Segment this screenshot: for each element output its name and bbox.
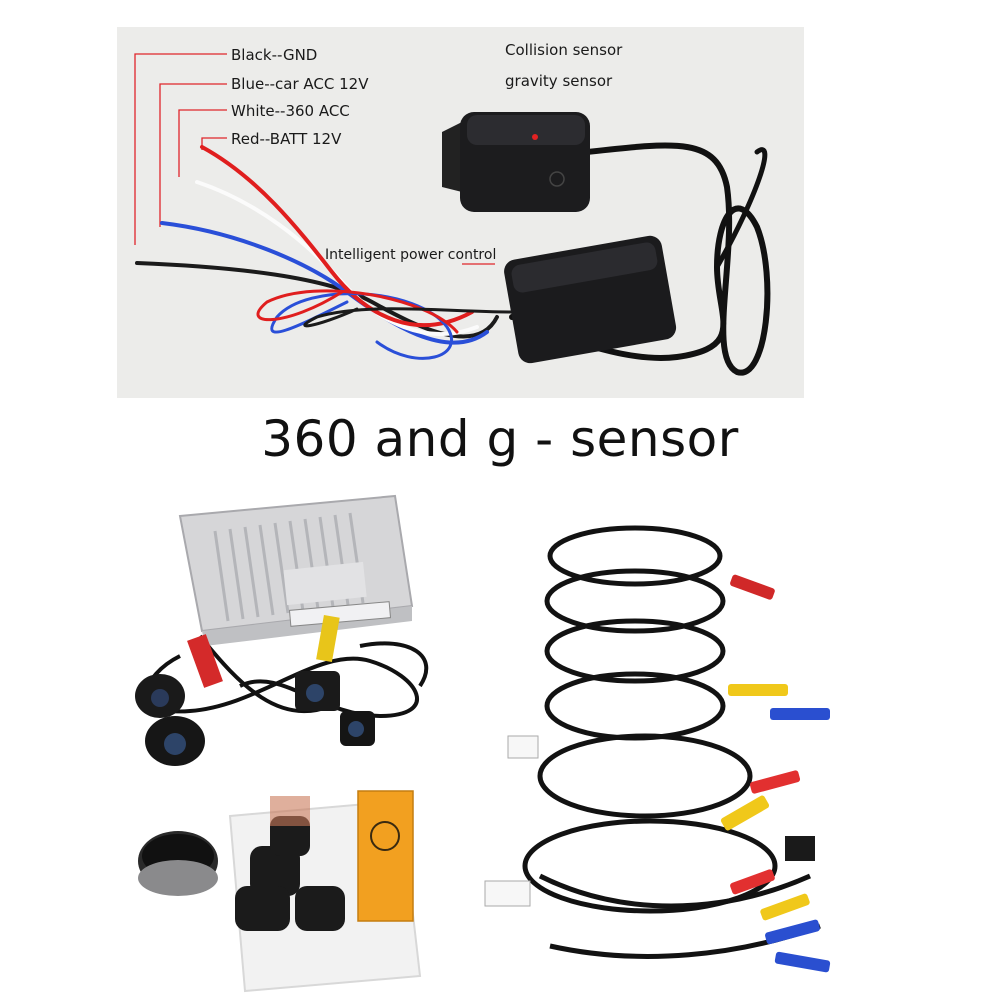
kit-contents-photo bbox=[120, 486, 880, 1000]
rca-connectors bbox=[484, 574, 831, 973]
caption-title: 360 and g - sensor bbox=[261, 410, 739, 468]
kit-illustration bbox=[135, 494, 831, 993]
wire-bundle bbox=[135, 145, 514, 360]
wire-label-black: Black--GND bbox=[231, 46, 318, 64]
ecu-box bbox=[178, 494, 414, 646]
sensor-wiring-photo: Black--GND Blue--car ACC 12V White--360 … bbox=[117, 27, 804, 398]
power-control-label: Intelligent power control bbox=[325, 247, 497, 263]
camera-set bbox=[135, 614, 429, 766]
collision-sensor-box bbox=[442, 112, 590, 212]
wire-label-red: Red--BATT 12V bbox=[231, 130, 342, 148]
power-control-box bbox=[504, 235, 677, 364]
wire-label-white: White--360 ACC bbox=[231, 102, 350, 120]
wiring-illustration bbox=[134, 53, 771, 376]
label-leaders bbox=[134, 53, 495, 265]
orange-box bbox=[357, 790, 414, 922]
cable-bundle bbox=[522, 525, 821, 959]
gravity-sensor-label: gravity sensor bbox=[505, 72, 613, 90]
wire-label-blue: Blue--car ACC 12V bbox=[231, 75, 369, 93]
collision-sensor-label: Collision sensor bbox=[505, 41, 623, 59]
